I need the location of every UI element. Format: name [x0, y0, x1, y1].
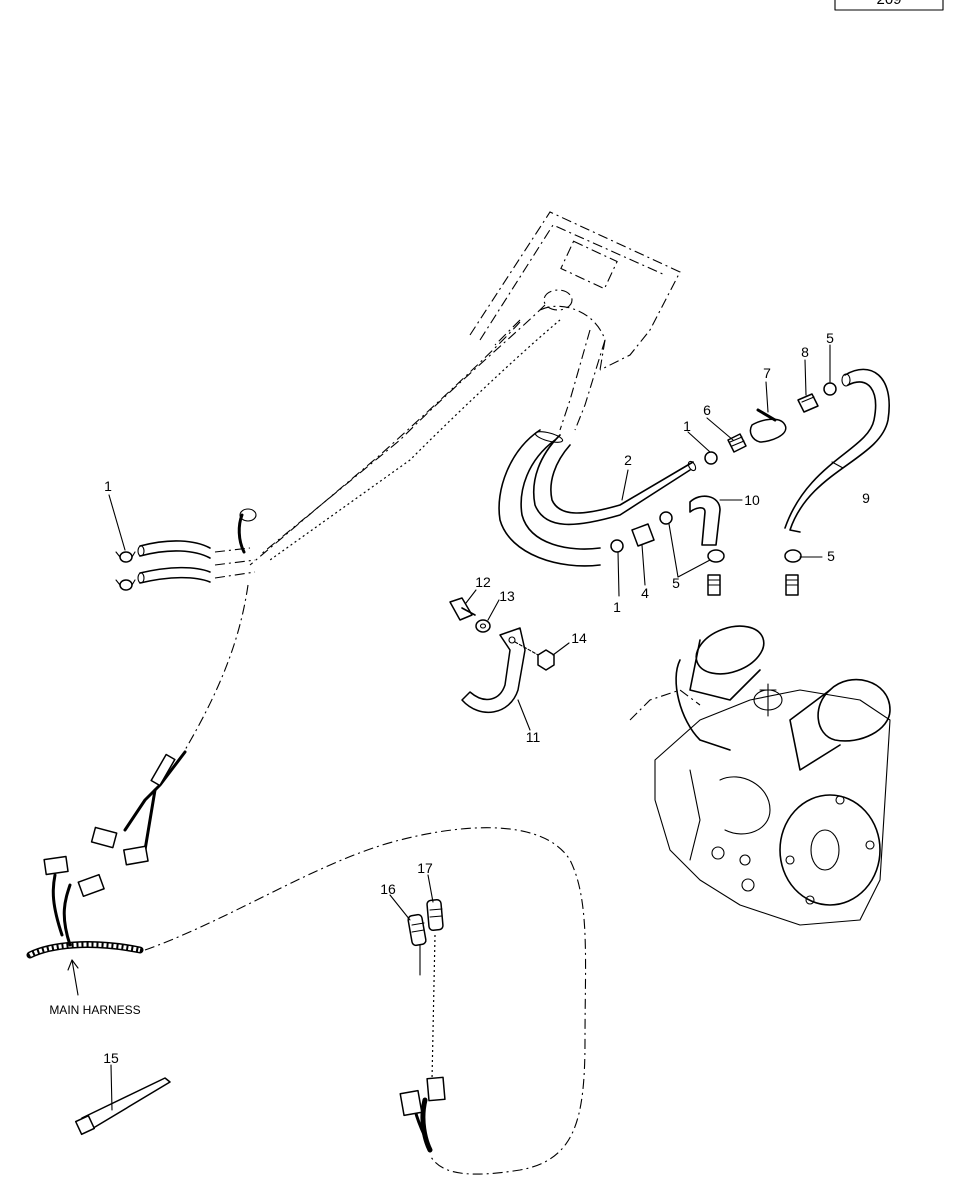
- callout-16: 16: [380, 881, 396, 897]
- callout-17: 17: [417, 860, 433, 876]
- hose-clamp-left: [115, 551, 136, 591]
- callout-1-upper: 1: [683, 418, 691, 434]
- callout-1-left: 1: [104, 478, 112, 494]
- sensor-wire: [184, 508, 257, 751]
- main-harness: MAIN HARNESS: [26, 827, 587, 1175]
- callout-2: 2: [624, 452, 632, 468]
- hose-pair-left: [137, 540, 256, 584]
- sender-harness: [399, 899, 446, 1153]
- callout-labels: 1 2 1 6 7 8 5 9 10 1 4 5 5 11 12 13 14 1…: [103, 330, 870, 1066]
- callout-5-right: 5: [827, 548, 835, 564]
- callout-6: 6: [703, 402, 711, 418]
- callout-8: 8: [801, 344, 809, 360]
- washer-13: [475, 619, 491, 633]
- callout-14: 14: [571, 630, 587, 646]
- engine-block: [629, 625, 891, 926]
- nut-14: [537, 649, 555, 671]
- tank-outline: [469, 211, 681, 371]
- cable-tie-15: [74, 1077, 171, 1136]
- callout-9: 9: [862, 490, 870, 506]
- callout-12: 12: [475, 574, 491, 590]
- leader-lines: [108, 344, 844, 1111]
- callout-13: 13: [499, 588, 515, 604]
- fuel-hose-2: [498, 429, 697, 567]
- callout-10: 10: [744, 492, 760, 508]
- callout-11: 11: [526, 729, 541, 745]
- callout-5-top: 5: [826, 330, 834, 346]
- sensor-connectors: [90, 750, 187, 866]
- page-number: 209: [876, 0, 901, 8]
- fuel-line-routing: [249, 304, 606, 566]
- page-number-box: 209: [834, 0, 944, 11]
- callout-15: 15: [103, 1050, 119, 1066]
- callout-7: 7: [763, 365, 771, 381]
- fittings: [610, 368, 890, 596]
- bolt-12: [449, 597, 476, 621]
- hose-bracket-11: [461, 627, 541, 714]
- callout-4: 4: [641, 585, 649, 601]
- callout-5-lower: 5: [672, 575, 680, 591]
- main-harness-label: MAIN HARNESS: [49, 1003, 140, 1017]
- callout-1-lower: 1: [613, 599, 621, 615]
